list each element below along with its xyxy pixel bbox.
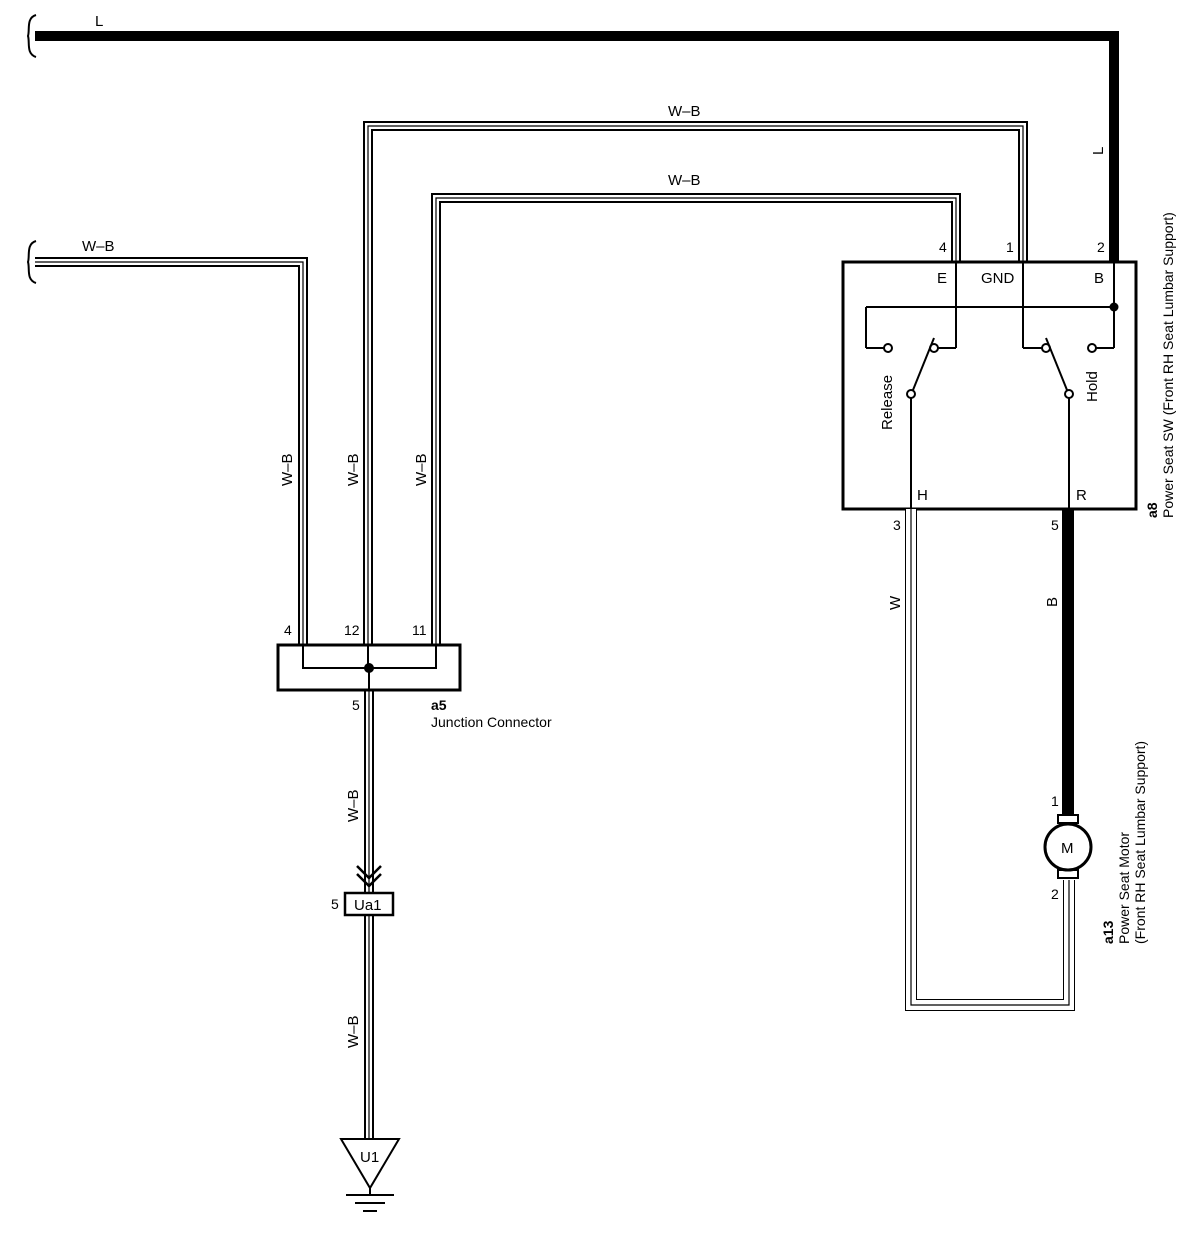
junction-splice-dot — [364, 663, 374, 673]
motor-icon — [1043, 822, 1093, 872]
junction-name: Junction Connector — [431, 714, 552, 730]
motor-name: Power Seat Motor — [1116, 832, 1132, 944]
switch-position-hold: Hold — [1084, 371, 1101, 402]
switch-pin-5: 5 — [1051, 517, 1059, 533]
motor-pin-2: 2 — [1051, 886, 1059, 902]
ground-point-u1 — [339, 1138, 401, 1212]
switch-blade-hold — [1045, 337, 1068, 391]
wire-label-wb-vert-4: W–B — [279, 453, 296, 486]
power-seat-switch — [841, 260, 1138, 511]
wire-label-wb-left: W–B — [82, 238, 115, 255]
switch-terminal-b: B — [1094, 270, 1104, 287]
junction-connector — [276, 643, 462, 692]
switch-pin-1: 1 — [1006, 239, 1014, 255]
wire-break-symbol — [26, 14, 37, 58]
connector-ua1-pin: 5 — [331, 896, 339, 912]
wire-break-symbol — [26, 240, 37, 284]
wire-label-b: B — [1044, 597, 1061, 607]
ground-u1-label: U1 — [360, 1149, 379, 1166]
power-seat-motor — [1043, 814, 1093, 879]
junction-pin-5: 5 — [352, 697, 360, 713]
switch-pin-4: 4 — [939, 239, 947, 255]
wire-label-w: W — [887, 595, 904, 610]
wire-label-l-right: L — [1090, 147, 1107, 155]
junction-code: a5 — [431, 697, 447, 713]
switch-position-release: Release — [879, 375, 896, 430]
switch-code: a8 — [1144, 502, 1160, 518]
switch-terminal-h: H — [917, 487, 928, 504]
wire-label-wb-to-ua1: W–B — [345, 789, 362, 822]
connector-ua1 — [343, 865, 395, 917]
junction-pin-11: 11 — [412, 622, 427, 638]
motor-name-detail: (Front RH Seat Lumbar Support) — [1132, 741, 1148, 944]
wire-l-battery — [26, 14, 1119, 262]
wire-label-wb-inner: W–B — [668, 172, 701, 189]
switch-name: Power Seat SW (Front RH Seat Lumbar Supp… — [1160, 212, 1176, 518]
switch-terminal-gnd: GND — [981, 270, 1015, 287]
switch-terminal-r: R — [1076, 487, 1087, 504]
wire-label-wb-vert-12: W–B — [345, 453, 362, 486]
motor-pin-1: 1 — [1051, 793, 1059, 809]
switch-pin-3: 3 — [893, 517, 901, 533]
motor-code: a13 — [1100, 920, 1116, 944]
wire-label-l-top: L — [95, 13, 103, 30]
wire-wb-outer-gnd — [363, 121, 1028, 668]
wire-wb-inner-e — [431, 193, 961, 668]
junction-pin-12: 12 — [344, 622, 360, 638]
connector-ua1-label: Ua1 — [354, 897, 382, 914]
switch-terminal-e: E — [937, 270, 947, 287]
wire-label-wb-outer: W–B — [668, 103, 701, 120]
switch-blade-release — [912, 337, 935, 391]
junction-pin-4: 4 — [284, 622, 292, 638]
wire-wb-left-feed — [26, 240, 308, 668]
motor-symbol: M — [1061, 840, 1074, 857]
wire-label-wb-to-u1: W–B — [345, 1015, 362, 1048]
wire-w-motor-return — [905, 509, 1075, 1011]
switch-pin-2: 2 — [1097, 239, 1105, 255]
wire-label-wb-vert-11: W–B — [413, 453, 430, 486]
